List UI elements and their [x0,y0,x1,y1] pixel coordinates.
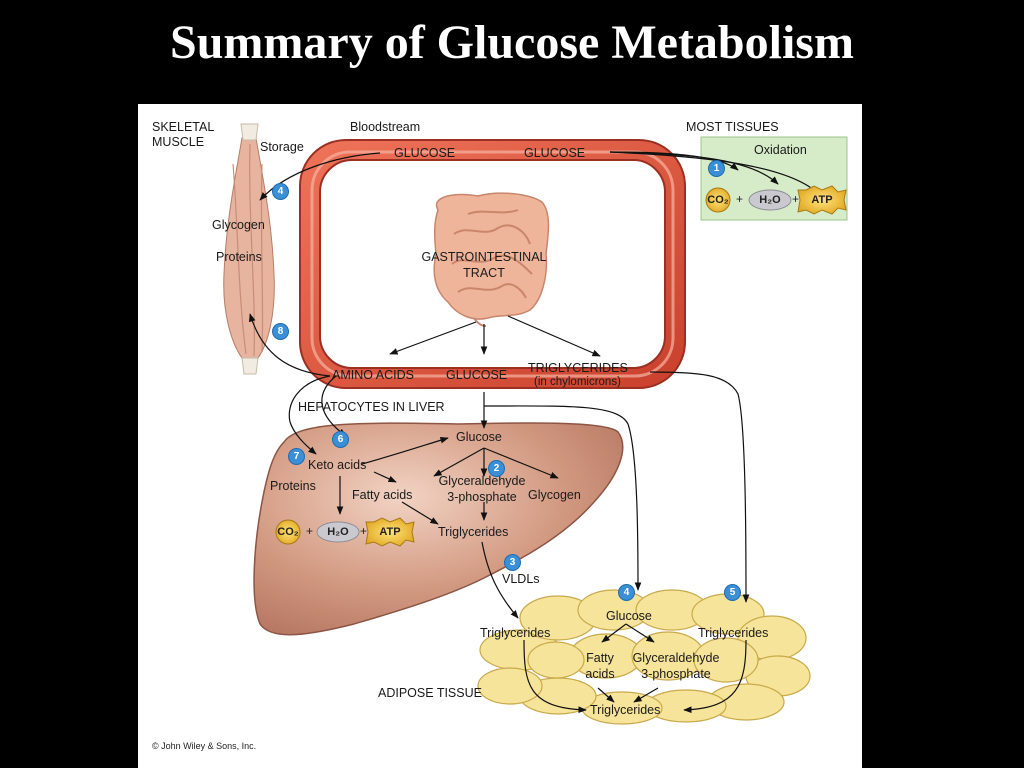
step-badge-6: 6 [332,431,349,448]
plus-sign: + [306,524,314,538]
liver-illustration [253,422,624,636]
co2-label: CO₂ [277,526,299,538]
step-badge-4-adipose: 4 [618,584,635,601]
step-badge-5: 5 [724,584,741,601]
atp-label: ATP [811,194,833,206]
glucose-top-right-label: GLUCOSE [524,146,586,160]
step-badge-2: 2 [488,460,505,477]
triglycerides-adipose-bottom-label: Triglycerides [590,703,661,717]
chylomicrons-label: (in chylomicrons) [534,376,621,388]
g3p-adipose-label: Glyceraldehyde [632,651,720,665]
glucose-blood-label: GLUCOSE [446,368,508,382]
plus-sign: + [360,524,368,538]
most-tissues-label: MOST TISSUES [686,120,779,134]
plus-sign: + [736,192,744,206]
fatty-acids-adipose-label-line2: acids [585,667,615,681]
fatty-acids-liver-label: Fatty acids [352,488,413,502]
proteins-liver-label: Proteins [270,479,316,493]
h2o-label: H₂O [327,526,349,538]
oxidation-label: Oxidation [754,143,807,157]
metabolism-diagram: SKELETAL MUSCLE Storage Bloodstream GLUC… [138,104,862,768]
triglycerides-liver-label: Triglycerides [438,525,509,539]
gi-tract-label: GASTROINTESTINAL [421,250,547,264]
plus-sign: + [792,192,800,206]
skeletal-muscle-label-line2: MUSCLE [152,135,205,149]
atp-label: ATP [379,526,401,538]
diagram-graphics [223,123,848,725]
liver-oxidation-molecules [275,517,415,547]
fatty-acids-adipose-label: Fatty [586,651,614,665]
glucose-liver-label: Glucose [456,430,502,444]
glycogen-muscle-label: Glycogen [212,218,265,232]
g3p-liver-label-line2: 3-phosphate [447,490,517,504]
keto-acids-label: Keto acids [308,458,367,472]
adipose-tissue-label: ADIPOSE TISSUE [378,686,482,700]
glucose-adipose-label: Glucose [606,609,652,623]
glycogen-liver-label: Glycogen [528,488,581,502]
pathway-arrows [248,151,825,714]
g3p-liver-label: Glyceraldehyde [438,474,526,488]
vldls-label: VLDLs [502,572,540,586]
slide-title: Summary of Glucose Metabolism [170,16,854,69]
step-badge-8: 8 [272,323,289,340]
proteins-muscle-label: Proteins [216,250,262,264]
triglycerides-blood-label: TRIGLYCERIDES [528,361,628,375]
gi-tract-label-line2: TRACT [463,266,505,280]
skeletal-muscle-label: SKELETAL [152,120,215,134]
skeletal-muscle-illustration [223,123,275,375]
adipose-tissue-illustration [477,589,811,725]
step-badge-4-muscle: 4 [272,183,289,200]
oxidation-molecules [705,185,847,215]
co2-label: CO₂ [707,194,729,206]
storage-label: Storage [260,140,304,154]
bloodstream-label: Bloodstream [350,120,421,134]
g3p-adipose-label-line2: 3-phosphate [641,667,711,681]
step-badge-3: 3 [504,554,521,571]
triglycerides-adipose-right-label: Triglycerides [698,626,769,640]
glucose-top-left-label: GLUCOSE [394,146,456,160]
h2o-label: H₂O [759,194,781,206]
gi-tract-illustration [433,192,550,327]
triglycerides-adipose-left-label: Triglycerides [480,626,551,640]
amino-acids-label: AMINO ACIDS [332,368,414,382]
hepatocytes-label: HEPATOCYTES IN LIVER [298,400,445,414]
copyright-label: © John Wiley & Sons, Inc. [152,741,257,751]
step-badge-1: 1 [708,160,725,177]
step-badge-7: 7 [288,448,305,465]
